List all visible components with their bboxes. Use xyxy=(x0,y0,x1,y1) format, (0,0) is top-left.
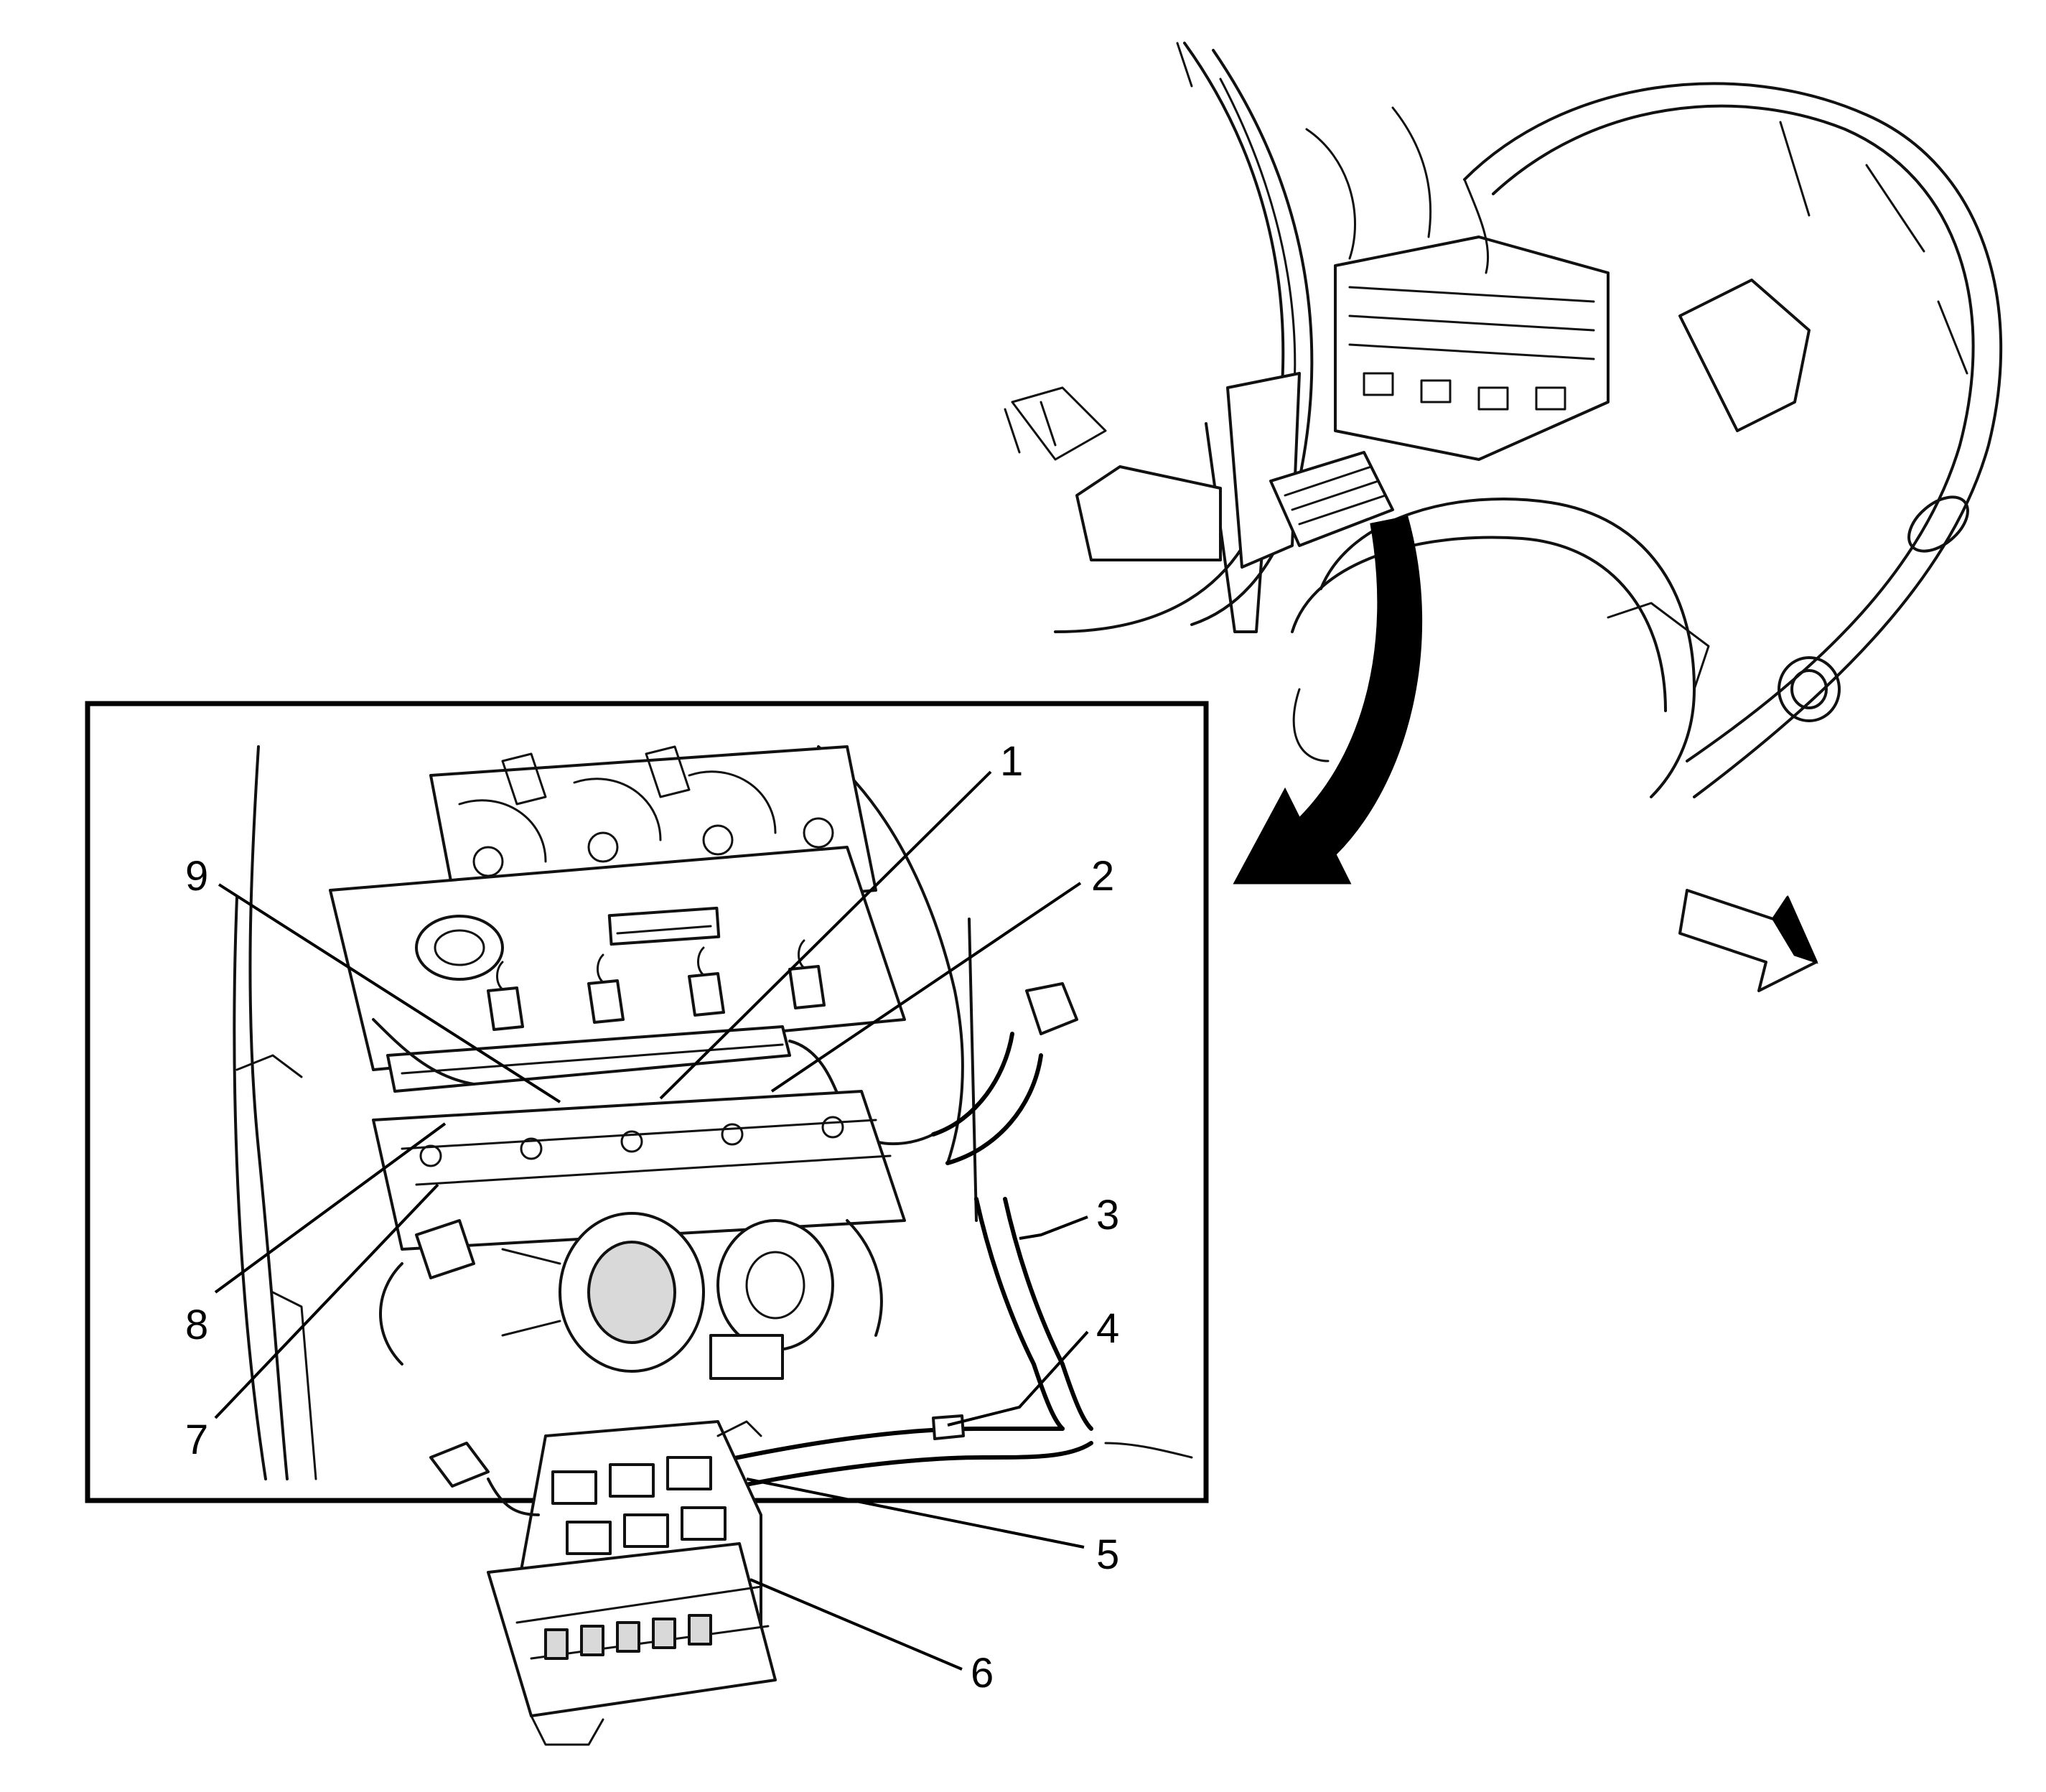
leader-4 xyxy=(947,1330,1089,1427)
callout-3: 3 xyxy=(1096,1192,1119,1238)
leader-8 xyxy=(214,1122,447,1294)
callout-9: 9 xyxy=(185,853,208,900)
callout-5: 5 xyxy=(1096,1531,1119,1578)
ignition-coils xyxy=(487,939,826,1031)
vehicle-front-direction-arrow-icon xyxy=(1678,889,1818,992)
leader-1 xyxy=(659,770,992,1100)
leader-7 xyxy=(214,1183,439,1419)
callout-labels: 1 2 3 4 5 6 7 8 9 xyxy=(185,738,1119,1697)
callout-4: 4 xyxy=(1096,1305,1119,1352)
leader-2 xyxy=(770,882,1082,1093)
callout-leaders xyxy=(214,770,1089,1671)
callout-7: 7 xyxy=(185,1417,208,1463)
callout-2: 2 xyxy=(1091,853,1114,900)
vehicle-overview xyxy=(1004,42,2003,798)
leader-3 xyxy=(1019,1215,1088,1240)
callout-1: 1 xyxy=(1000,738,1023,785)
callout-8: 8 xyxy=(185,1302,208,1348)
leader-9 xyxy=(218,883,561,1103)
leader-6 xyxy=(749,1578,963,1671)
leader-5 xyxy=(746,1478,1085,1549)
turbocharger xyxy=(501,1212,834,1380)
underhood-fuse-block xyxy=(487,1420,777,1746)
callout-6: 6 xyxy=(971,1650,994,1697)
curved-arrow-icon xyxy=(1233,515,1423,885)
detail-inset xyxy=(85,701,1209,1746)
